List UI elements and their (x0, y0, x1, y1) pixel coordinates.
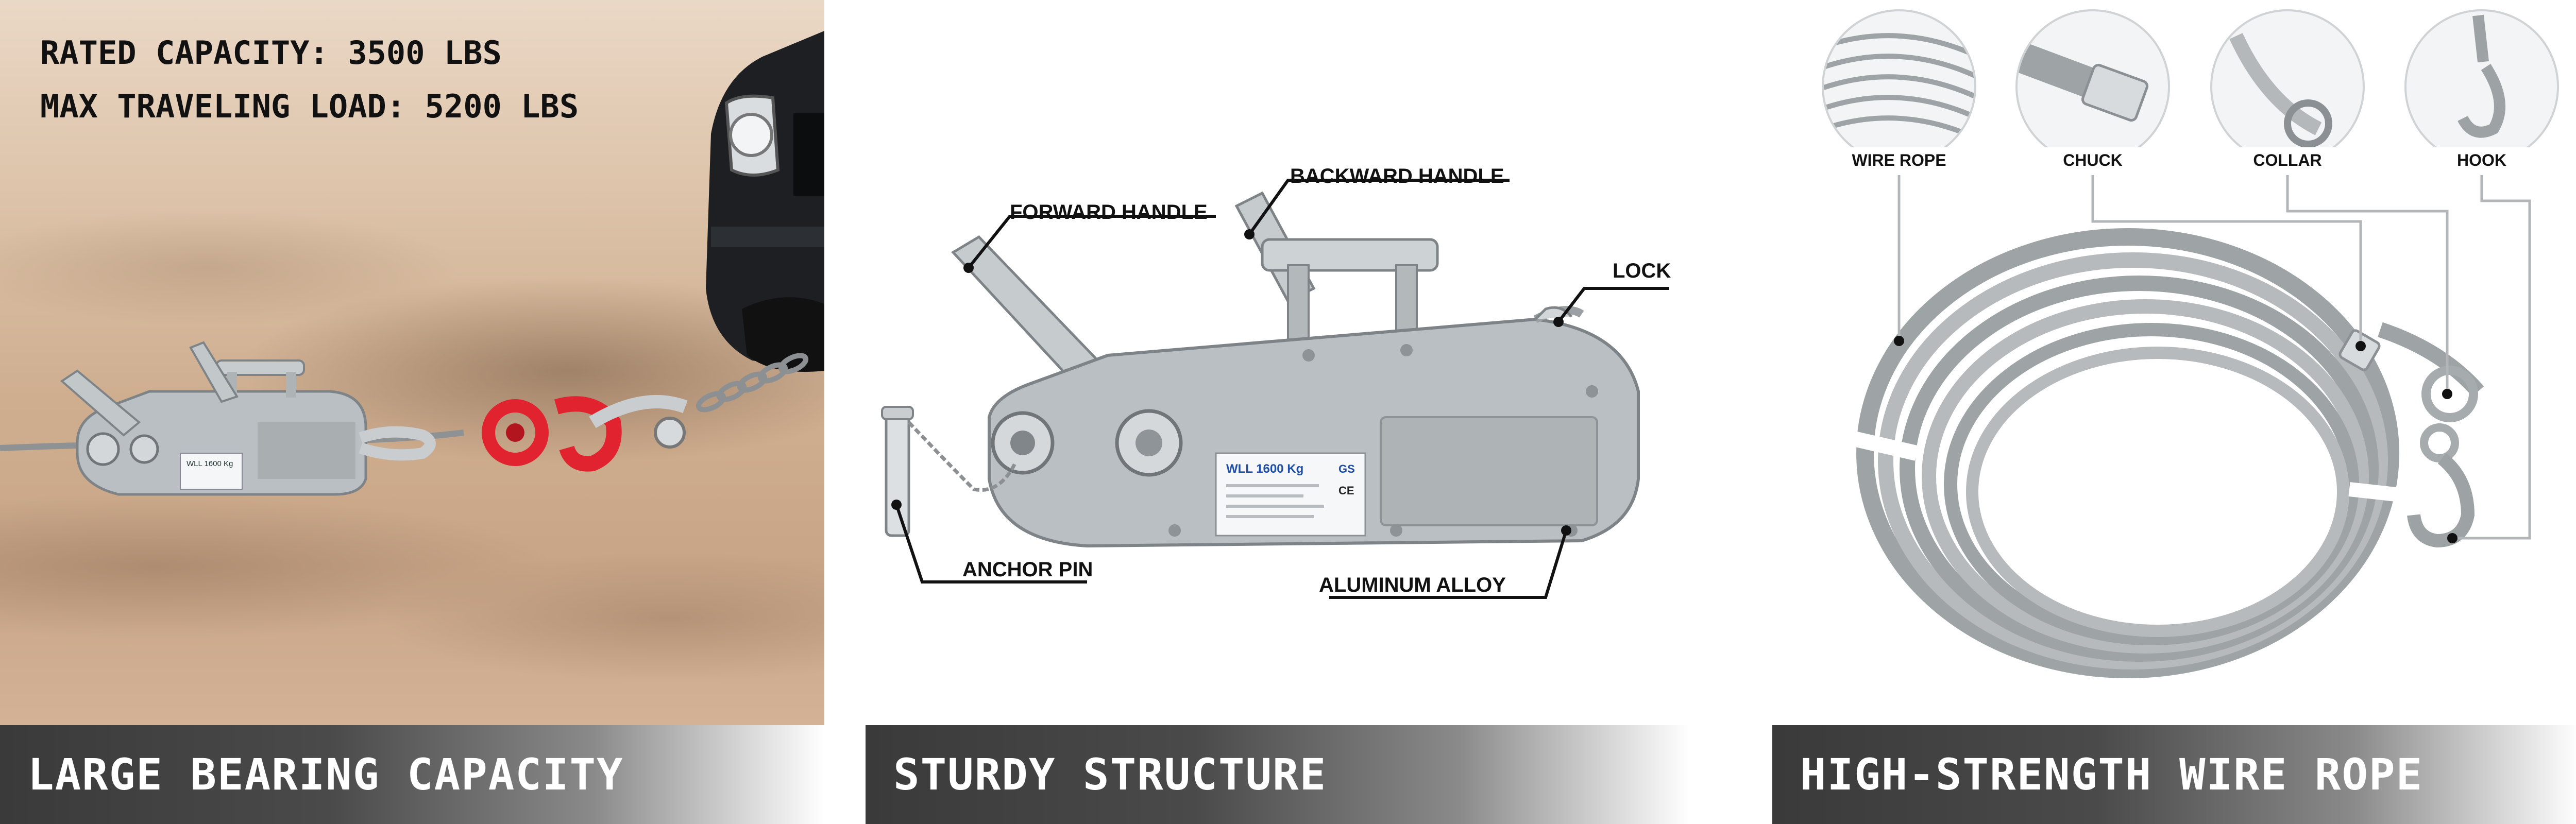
leader-lines (1897, 175, 2531, 540)
max-traveling-load-text: MAX TRAVELING LOAD: 5200 LBS (40, 88, 579, 125)
tow-chain (696, 353, 809, 413)
callout-dots (891, 229, 1571, 536)
detail-chuck (2015, 9, 2170, 173)
detail-label-hook: HOOK (2457, 151, 2506, 169)
banner-title: STURDY STRUCTURE (893, 749, 1327, 800)
cable-puller-large: WLL 1600 Kg GS CE (951, 191, 1640, 548)
truck-front-image (706, 31, 824, 372)
puller-diagram: WLL 1600 Kg GS CE (881, 179, 1669, 599)
towing-scene: WLL 1600 Kg (0, 31, 824, 496)
detail-label-collar: COLLAR (2253, 151, 2321, 169)
callout-lines (895, 179, 1669, 599)
banner-panel-1: LARGE BEARING CAPACITY (0, 725, 824, 824)
label-forward-handle: FORWARD HANDLE (1010, 201, 1208, 224)
hook-assembly (359, 395, 688, 472)
panel-sturdy-structure: WLL 1600 Kg GS CE (866, 0, 1690, 824)
rated-capacity-text: RATED CAPACITY: 3500 LBS (40, 34, 502, 72)
label-anchor-pin: ANCHOR PIN (962, 558, 1093, 581)
plate-wll-text: WLL 1600 Kg (1226, 462, 1303, 476)
rope-end-fittings (2338, 329, 2478, 548)
detail-wire-rope (1822, 9, 1976, 173)
sand-photo-background (0, 0, 824, 725)
plate-ce-mark: CE (1338, 484, 1354, 497)
panel-high-strength-wire-rope: WIRE ROPE CHUCK COLLAR HOOK (1772, 0, 2576, 824)
small-plate-text: WLL 1600 Kg (187, 459, 233, 468)
cable-puller-small: WLL 1600 Kg (60, 341, 367, 496)
label-aluminum-alloy: ALUMINUM ALLOY (1319, 574, 1506, 596)
detail-collar (2210, 9, 2365, 173)
banner-title: LARGE BEARING CAPACITY (28, 749, 624, 800)
wire-rope-diagram: WIRE ROPE CHUCK COLLAR HOOK (1822, 9, 2559, 678)
detail-label-wire-rope: WIRE ROPE (1852, 151, 1946, 169)
plate-gs-mark: GS (1338, 462, 1355, 475)
panel-large-bearing-capacity: WLL 1600 Kg RATED CAPACITY: 3500 LBS MAX… (0, 0, 824, 824)
label-lock: LOCK (1613, 260, 1671, 282)
banner-panel-2: STURDY STRUCTURE (866, 725, 1690, 824)
leader-dots (1894, 336, 2458, 543)
label-backward-handle: BACKWARD HANDLE (1290, 165, 1504, 187)
banner-title: HIGH-STRENGTH WIRE ROPE (1800, 749, 2424, 800)
coiled-wire-rope (1848, 228, 2484, 678)
banner-panel-3: HIGH-STRENGTH WIRE ROPE (1772, 725, 2576, 824)
detail-label-chuck: CHUCK (2063, 151, 2123, 169)
detail-hook (2404, 9, 2559, 173)
